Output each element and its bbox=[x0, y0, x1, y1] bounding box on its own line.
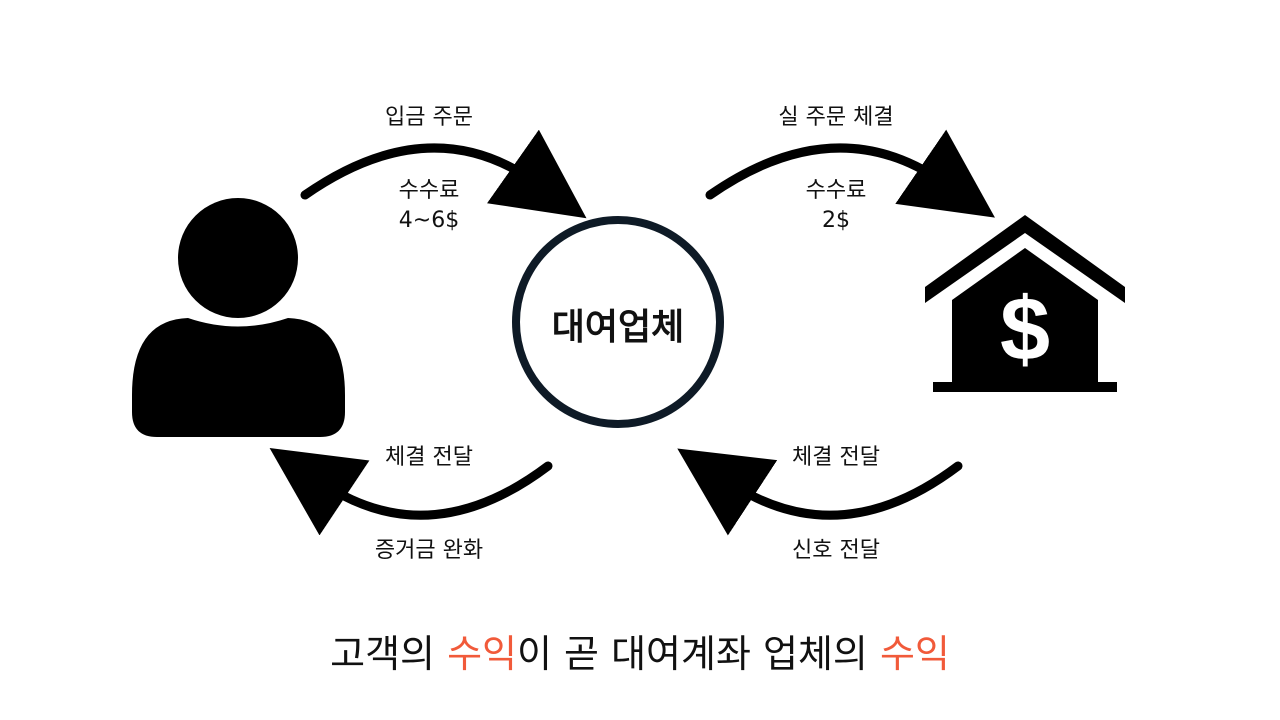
top-left-fee-label: 수수료 bbox=[398, 178, 460, 203]
top-right-fee-value: 2$ bbox=[822, 208, 850, 233]
top-right-title: 실 주문 체결 bbox=[778, 105, 894, 130]
top-right-fee-label: 수수료 bbox=[805, 178, 867, 203]
arrow-top-left bbox=[300, 129, 587, 219]
bank-dollar-icon: $ bbox=[925, 215, 1125, 392]
bottom-left-line2: 증거금 완화 bbox=[374, 538, 484, 563]
top-left-fee-value: 4~6$ bbox=[398, 208, 460, 233]
bottom-right-line1: 체결 전달 bbox=[792, 445, 880, 470]
tagline-part1: 고객의 bbox=[330, 632, 448, 676]
bottom-right-line2: 신호 전달 bbox=[792, 538, 880, 563]
svg-text:$: $ bbox=[1000, 280, 1050, 380]
tagline-part2: 이 곧 대여계좌 업체의 bbox=[517, 632, 880, 676]
tagline-highlight1: 수익 bbox=[447, 632, 517, 676]
tagline-highlight2: 수익 bbox=[879, 632, 950, 676]
top-left-title: 입금 주문 bbox=[385, 105, 473, 130]
arrow-top-right bbox=[705, 129, 995, 218]
person-icon bbox=[132, 198, 345, 437]
center-node-label: 대여업체 bbox=[551, 307, 685, 348]
tagline: 고객의 수익이 곧 대여계좌 업체의 수익 bbox=[0, 630, 1280, 678]
arrow-bottom-left bbox=[269, 448, 553, 536]
bottom-left-line1: 체결 전달 bbox=[385, 445, 473, 470]
center-node-circle bbox=[512, 216, 724, 428]
arrow-bottom-right bbox=[677, 448, 963, 536]
